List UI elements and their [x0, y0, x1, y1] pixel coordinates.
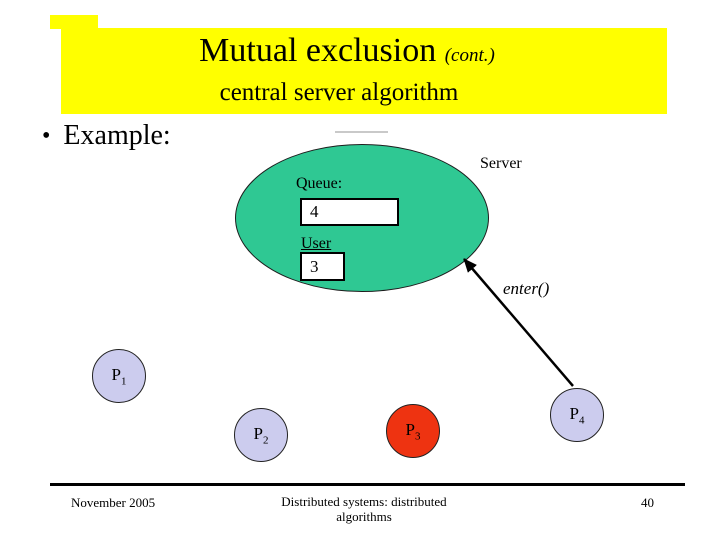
process-p3-label: P3 — [405, 419, 421, 443]
slide-subtitle: central server algorithm — [219, 79, 459, 106]
queue-value-box: 4 — [300, 198, 399, 226]
process-p4-label: P4 — [569, 403, 585, 427]
process-p2-label: P2 — [253, 423, 269, 447]
bullet-text: Example: — [63, 120, 171, 151]
bullet-icon: • — [42, 123, 51, 149]
footer-course-line1: Distributed systems: distributed — [281, 494, 447, 509]
stray-line — [335, 131, 388, 133]
banner-notch — [50, 15, 98, 29]
page-number: 40 — [641, 495, 654, 510]
title-banner: Mutual exclusion (cont.) central server … — [61, 28, 667, 114]
queue-label: Queue: — [296, 175, 343, 192]
footer-course-line2: algorithms — [336, 509, 392, 524]
process-p1-label: P1 — [111, 364, 127, 388]
example-bullet-row: • Example: — [42, 119, 171, 153]
footer-date: November 2005 — [71, 495, 156, 510]
process-p4: P4 — [550, 388, 604, 442]
process-p1: P1 — [92, 349, 146, 403]
slide-title: Mutual exclusion (cont.) — [61, 30, 633, 77]
footer-divider — [50, 483, 685, 486]
user-label: User — [301, 235, 332, 252]
server-label: Server — [480, 155, 522, 172]
footer-course-title: Distributed systems: distributed algorit… — [264, 494, 464, 524]
title-main: Mutual exclusion — [199, 32, 437, 69]
user-value-box: 3 — [300, 252, 345, 281]
title-cont: (cont.) — [444, 45, 495, 66]
enter-call-label: enter() — [503, 279, 550, 298]
process-p3-active: P3 — [386, 404, 440, 458]
process-p2: P2 — [234, 408, 288, 462]
